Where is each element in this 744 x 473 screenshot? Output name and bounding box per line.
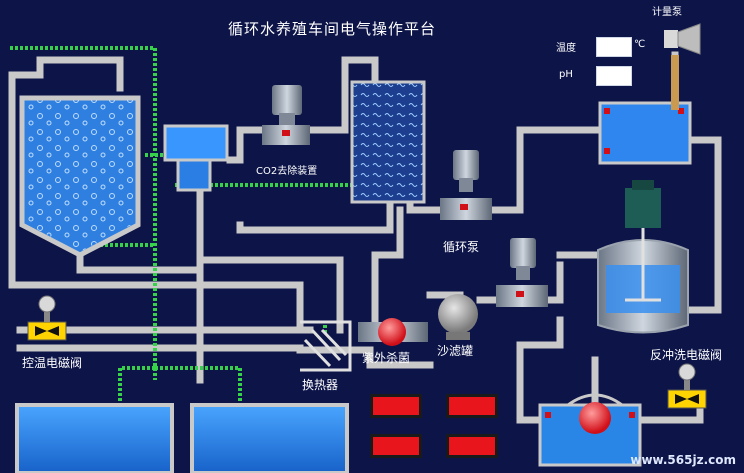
page-title: 循环水养殖车间电气操作平台 (228, 20, 437, 38)
alarm-indicator-1[interactable] (370, 394, 422, 418)
backwash-valve-label: 反冲洗电磁阀 (650, 348, 723, 362)
backwash-valve-symbol (667, 363, 707, 409)
temperature-unit: ℃ (634, 39, 646, 50)
metering-pump-button[interactable] (660, 24, 702, 54)
heat-exchanger-label: 换热器 (302, 378, 339, 392)
sedimentation-tank (19, 95, 141, 258)
heat-exchanger-symbol (300, 320, 352, 372)
temp-control-valve-symbol (27, 295, 67, 341)
metering-tank (598, 55, 692, 165)
circulation-pump (440, 150, 492, 220)
temp-control-valve-button[interactable] (28, 296, 66, 340)
ph-display (596, 66, 632, 86)
alarm-indicator-3[interactable] (370, 434, 422, 458)
uv-sterilizer-button[interactable] (358, 318, 428, 346)
temperature-label: 温度 (556, 43, 576, 54)
alarm-indicator-2[interactable] (446, 394, 498, 418)
co2-removal-label: CO2去除装置 (256, 166, 318, 177)
backwash-tank (538, 393, 642, 467)
alarm-indicator-4[interactable] (446, 434, 498, 458)
uv-sterilizer-label: 紫外杀菌 (362, 351, 411, 365)
mixing-tank (597, 180, 689, 334)
metering-pump (664, 23, 701, 55)
temperature-display (596, 37, 632, 57)
co2-removal-button[interactable] (262, 85, 310, 145)
circulation-pump-label: 循环泵 (443, 240, 480, 254)
sand-filter (438, 294, 478, 340)
co2-removal-unit (262, 85, 310, 145)
temp-control-valve-label: 控温电磁阀 (22, 356, 83, 370)
biofilter (350, 80, 426, 204)
metering-pump-label: 计量泵 (652, 7, 682, 18)
sand-filter-button[interactable] (438, 294, 478, 340)
watermark: www.565jz.com (630, 453, 736, 467)
booster-pump (496, 238, 548, 307)
circulation-pump-button[interactable] (440, 150, 492, 220)
backwash-valve-button[interactable] (668, 364, 706, 408)
sand-filter-label: 沙滤罐 (437, 344, 474, 358)
booster-pump-button[interactable] (496, 238, 548, 308)
drum-filter (163, 124, 229, 192)
uv-sterilizer (358, 318, 428, 346)
ph-label: pH (559, 69, 573, 80)
culture-tanks (15, 403, 349, 473)
